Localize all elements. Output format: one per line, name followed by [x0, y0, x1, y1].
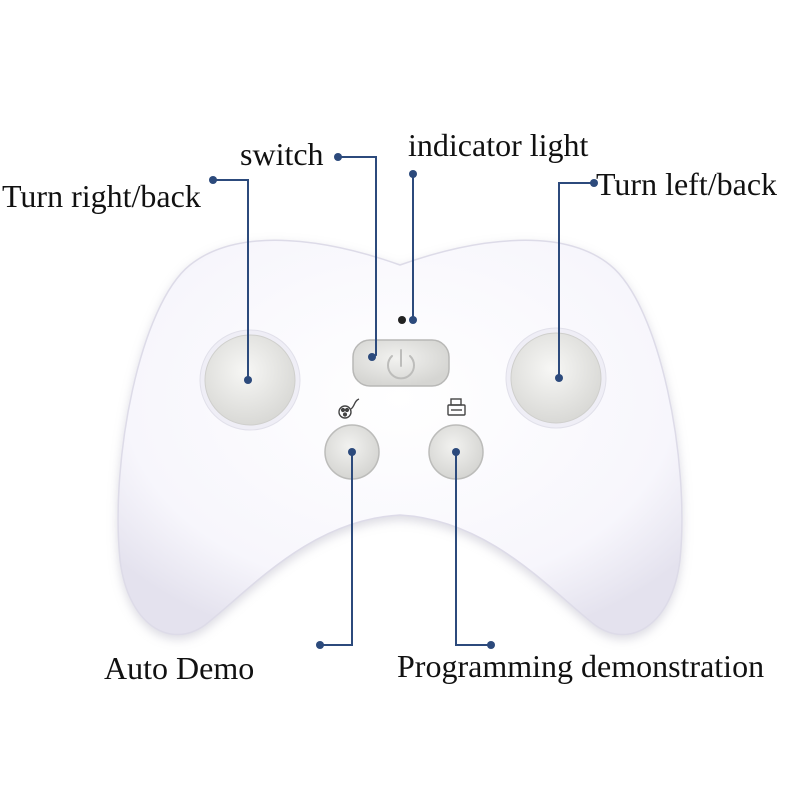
- label-auto-demo: Auto Demo: [104, 650, 255, 686]
- label-switch: switch: [240, 136, 324, 172]
- indicator-light-dot: [398, 316, 406, 324]
- leader-line-turn-right: [213, 179, 249, 380]
- label-turn-right-back: Turn right/back: [2, 178, 201, 214]
- programming-icon: [447, 398, 466, 416]
- leader-line-auto-demo: [320, 452, 353, 646]
- label-programming-demonstration: Programming demonstration: [397, 648, 765, 684]
- label-turn-left-back: Turn left/back: [596, 166, 778, 202]
- leader-line-turn-left: [558, 182, 594, 378]
- controller-body: [117, 239, 683, 636]
- leader-line-programming: [455, 452, 491, 646]
- power-icon: [387, 349, 415, 380]
- auto-demo-icon: [338, 398, 360, 419]
- leader-lines: [213, 156, 594, 646]
- leader-endpoints: [209, 153, 598, 649]
- label-indicator-light: indicator light: [408, 127, 589, 163]
